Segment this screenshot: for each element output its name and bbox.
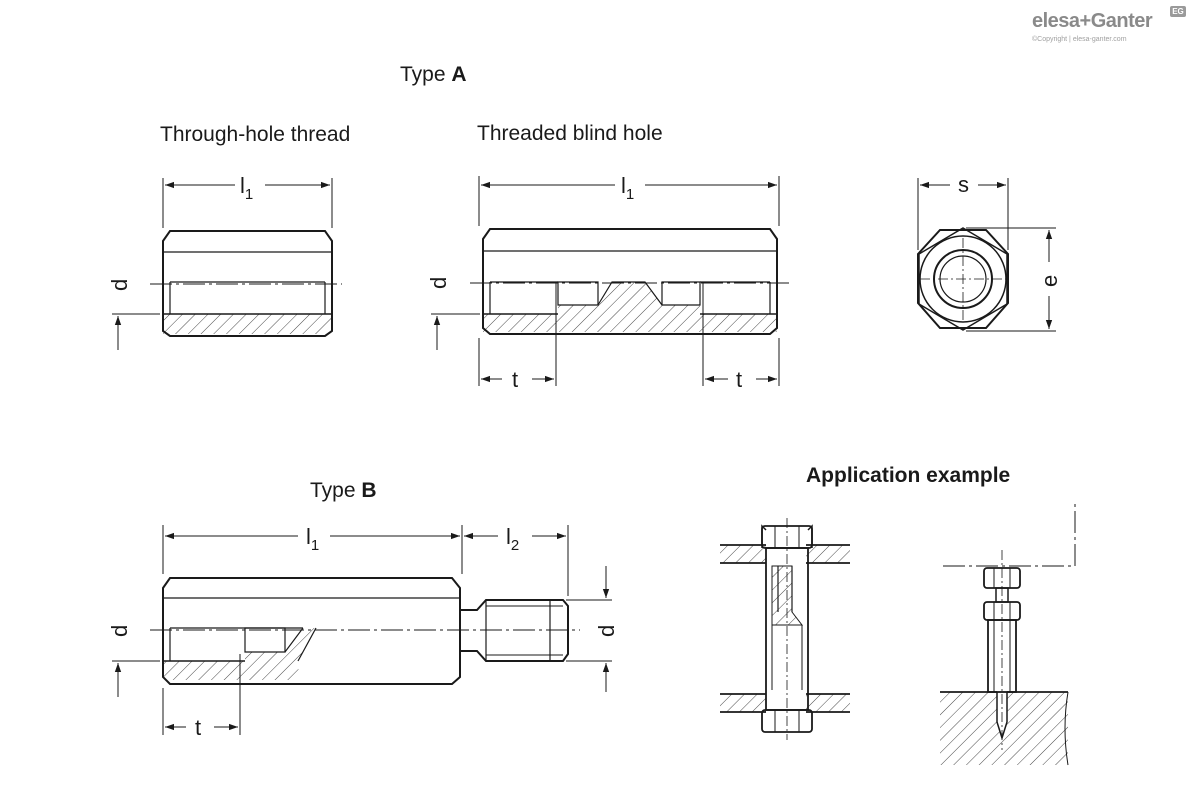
blind-hole-d: d (426, 277, 451, 289)
type-b-d-left: d (107, 625, 132, 637)
type-b-dims (112, 525, 612, 735)
blind-hole-t-left: t (512, 367, 518, 392)
application-right (940, 500, 1076, 766)
brand-name: elesa+Ganter (1032, 10, 1153, 32)
hex-s: s (958, 172, 969, 197)
blind-hole-t-right: t (736, 367, 742, 392)
type-b-part (162, 577, 569, 685)
blind-hole-part (482, 228, 778, 335)
hex-dims (917, 178, 1056, 332)
blind-hole-dims (431, 176, 780, 386)
through-hole-part (162, 230, 333, 337)
application-left (720, 518, 850, 740)
type-a-title: Type A (400, 63, 467, 86)
brand-copyright: ©Copyright | elesa-ganter.com (1032, 36, 1127, 43)
through-hole-d: d (107, 279, 132, 291)
brand-badge: EG (1170, 6, 1186, 17)
type-b-t: t (195, 715, 201, 740)
through-hole-label: Through-hole thread (160, 123, 350, 146)
through-hole-dims (112, 178, 333, 350)
blind-hole-label: Threaded blind hole (477, 122, 663, 145)
hex-end-view (917, 227, 1009, 331)
through-hole-l1: l1 (240, 173, 253, 203)
application-example-label: Application example (806, 464, 1010, 487)
hex-e: e (1037, 275, 1062, 287)
brand-logo: elesa+Ganter EG ©Copyright | elesa-gante… (1032, 6, 1192, 46)
type-b-d-right: d (594, 625, 619, 637)
type-b-l2: l2 (506, 524, 519, 554)
type-b-l1: l1 (306, 524, 319, 554)
blind-hole-l1: l1 (621, 173, 634, 203)
type-b-title: Type B (310, 479, 377, 502)
